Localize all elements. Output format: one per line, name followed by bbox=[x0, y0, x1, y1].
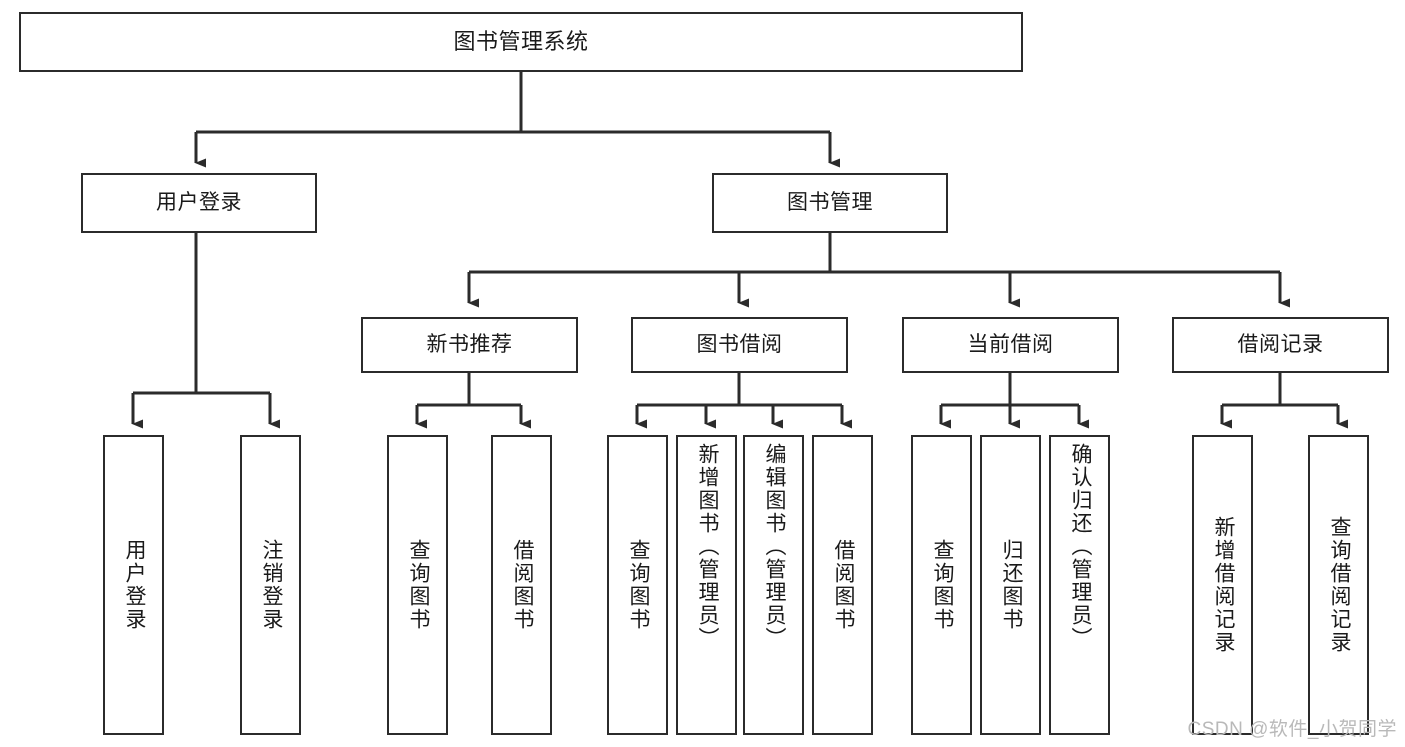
node-label: 用户登录 bbox=[156, 191, 242, 215]
node-leaf-add-record[interactable]: 新增借阅记录 bbox=[1192, 435, 1253, 735]
node-current-borrow[interactable]: 当前借阅 bbox=[902, 317, 1119, 373]
node-root-system[interactable]: 图书管理系统 bbox=[19, 12, 1023, 72]
node-label: 当前借阅 bbox=[967, 333, 1054, 357]
node-leaf-edit-book[interactable]: 编辑图书（管理员） bbox=[743, 435, 804, 735]
node-leaf-query-book-1[interactable]: 查询图书 bbox=[387, 435, 448, 735]
node-label: 编辑图书（管理员） bbox=[762, 443, 786, 650]
node-book-manage[interactable]: 图书管理 bbox=[712, 173, 948, 233]
node-label: 新增借阅记录 bbox=[1211, 516, 1235, 654]
csdn-watermark: CSDN @软件_小贺同学 bbox=[1187, 719, 1397, 740]
node-label: 新增图书（管理员） bbox=[695, 443, 719, 650]
node-label: 图书管理 bbox=[787, 191, 873, 215]
node-label: 查询图书 bbox=[930, 539, 954, 631]
node-label: 查询借阅记录 bbox=[1327, 516, 1351, 654]
node-label: 用户登录 bbox=[122, 539, 146, 631]
node-label: 图书借阅 bbox=[696, 333, 783, 357]
node-leaf-borrow-book-1[interactable]: 借阅图书 bbox=[491, 435, 552, 735]
node-label: 确认归还（管理员） bbox=[1068, 443, 1092, 650]
node-leaf-query-book-3[interactable]: 查询图书 bbox=[911, 435, 972, 735]
node-book-borrow[interactable]: 图书借阅 bbox=[631, 317, 848, 373]
node-label: 注销登录 bbox=[259, 539, 283, 631]
node-label: 查询图书 bbox=[626, 539, 650, 631]
node-leaf-borrow-book-2[interactable]: 借阅图书 bbox=[812, 435, 873, 735]
node-label: 图书管理系统 bbox=[453, 28, 589, 54]
node-label: 查询图书 bbox=[406, 539, 430, 631]
node-label: 借阅记录 bbox=[1237, 333, 1324, 357]
node-label: 借阅图书 bbox=[831, 539, 855, 631]
node-new-book-recommend[interactable]: 新书推荐 bbox=[361, 317, 578, 373]
node-borrow-record[interactable]: 借阅记录 bbox=[1172, 317, 1389, 373]
node-leaf-confirm-return[interactable]: 确认归还（管理员） bbox=[1049, 435, 1110, 735]
node-label: 借阅图书 bbox=[510, 539, 534, 631]
node-leaf-logout[interactable]: 注销登录 bbox=[240, 435, 301, 735]
node-leaf-return-book[interactable]: 归还图书 bbox=[980, 435, 1041, 735]
node-label: 新书推荐 bbox=[426, 333, 513, 357]
node-label: 归还图书 bbox=[999, 539, 1023, 631]
node-leaf-user-login[interactable]: 用户登录 bbox=[103, 435, 164, 735]
node-leaf-query-book-2[interactable]: 查询图书 bbox=[607, 435, 668, 735]
node-leaf-add-book[interactable]: 新增图书（管理员） bbox=[676, 435, 737, 735]
node-user-login[interactable]: 用户登录 bbox=[81, 173, 317, 233]
node-leaf-query-record[interactable]: 查询借阅记录 bbox=[1308, 435, 1369, 735]
